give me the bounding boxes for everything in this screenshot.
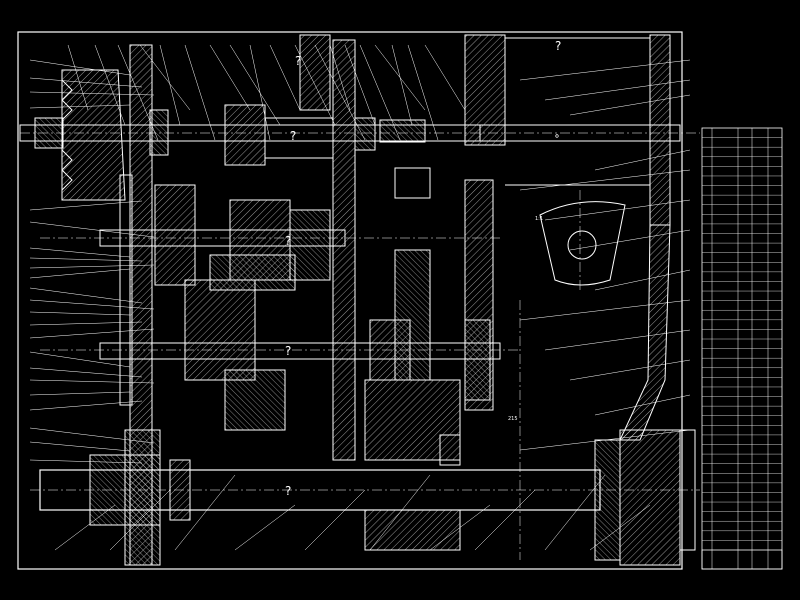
leader-line [249, 44, 271, 141]
main-spindle-assembly [39, 379, 696, 566]
leader-line [29, 59, 131, 76]
part-label-4: ? [285, 234, 291, 248]
part-labels: ? ? ? ? ? ? 1:1 Φ 215 [285, 39, 561, 498]
leader-line [391, 44, 413, 126]
part-label-5: ? [285, 344, 291, 358]
input-shaft-assembly [19, 34, 681, 201]
leader-line [269, 44, 301, 111]
leader-line [29, 221, 155, 238]
leader-line [29, 200, 143, 211]
part-label-2: ? [555, 39, 561, 53]
leader-line [29, 328, 155, 339]
vertical-dim-label: 215 [508, 416, 518, 422]
leader-line [29, 351, 131, 368]
leader-line [304, 489, 366, 551]
leader-lines [29, 44, 691, 551]
leader-line [314, 44, 366, 141]
leader-line [29, 441, 131, 452]
leader-line [94, 44, 126, 126]
leader-line [519, 429, 691, 451]
leader-line [569, 94, 691, 116]
leader-line [139, 44, 191, 111]
leader-line [109, 489, 171, 551]
gear-ratio-label: 1:1 [535, 216, 543, 222]
leader-line [29, 459, 143, 464]
drawing-border [17, 31, 683, 570]
leader-line [329, 44, 351, 111]
leader-line [344, 44, 376, 126]
leader-line [29, 247, 131, 258]
leader-line [29, 427, 155, 444]
leader-line [519, 169, 691, 191]
leader-line [429, 504, 491, 551]
leader-line [117, 44, 159, 141]
leader-line [594, 269, 691, 291]
part-label-6: ? [285, 484, 291, 498]
leader-line [29, 104, 131, 109]
leader-line [29, 367, 143, 378]
parts-list-table [701, 127, 783, 570]
leader-line [519, 59, 691, 81]
leader-line [544, 474, 606, 551]
leader-line [29, 264, 155, 269]
shaft-center-label: Φ [555, 134, 559, 140]
leader-line [359, 44, 401, 141]
leader-line [29, 287, 143, 304]
part-label-1: ? [295, 54, 301, 68]
leader-line [589, 504, 651, 551]
sector-gear [394, 167, 626, 286]
third-shaft-assembly [99, 249, 501, 431]
leader-line [569, 229, 691, 251]
leader-line [29, 77, 143, 88]
leader-line [54, 504, 116, 551]
leader-line [29, 257, 143, 262]
leader-line [29, 400, 143, 411]
leader-line [209, 44, 251, 111]
leader-line [474, 489, 536, 551]
leader-line [519, 299, 691, 321]
leader-line [544, 199, 691, 221]
leader-line [234, 504, 296, 551]
leader-line [29, 379, 155, 384]
leader-line [569, 359, 691, 381]
right-housing [464, 34, 671, 441]
leader-line [29, 268, 131, 279]
leader-line [29, 311, 131, 316]
part-label-3: ? [290, 129, 296, 143]
leader-line [369, 474, 431, 551]
leader-line [407, 44, 439, 141]
leader-line [67, 44, 89, 111]
leader-line [294, 44, 336, 126]
leader-line [29, 321, 143, 326]
leader-line [544, 329, 691, 351]
leader-line [229, 44, 281, 126]
leader-line [184, 44, 216, 141]
leader-line [29, 299, 155, 310]
leader-line [159, 44, 181, 126]
middle-wall [332, 39, 356, 461]
leader-line [174, 474, 236, 551]
leader-line [424, 44, 466, 111]
leader-line [544, 79, 691, 101]
leader-line [29, 391, 131, 396]
leader-line [29, 91, 155, 96]
leader-line [594, 394, 691, 416]
leader-line [594, 149, 691, 171]
